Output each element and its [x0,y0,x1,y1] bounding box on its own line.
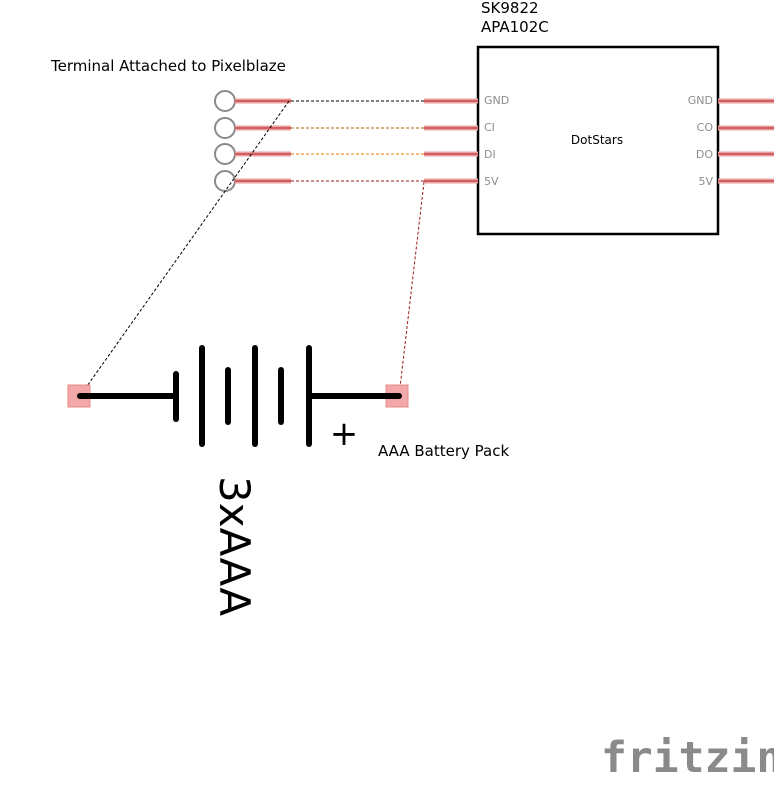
dotstar-chip-body[interactable] [476,45,720,236]
chip-pin-label-right: GND [688,94,713,107]
chip-pin-label-left: CI [484,121,495,134]
terminal-pin-2[interactable] [214,117,291,139]
fritzing-watermark: fritzing [601,733,774,783]
chip-body-label: DotStars [571,133,623,147]
terminal-block [214,90,291,192]
battery-value-label: 3xAAA [210,476,259,616]
chip-title-line1: SK9822 [481,0,539,17]
chip-pin-label-left: 5V [484,175,499,188]
chip-pin-label-left: GND [484,94,509,107]
battery-pack[interactable]: + [67,345,409,454]
terminal-pin-3[interactable] [214,143,291,165]
chip-pin-label-right: DO [696,148,713,161]
terminal-label: Terminal Attached to Pixelblaze [50,57,286,75]
chip-pin-label-right: CO [697,121,714,134]
wires [79,100,425,397]
chip-title-line2: APA102C [481,18,549,36]
battery-polarity-plus: + [330,414,359,454]
terminal-pin-1[interactable] [214,90,291,112]
terminal-pin-4[interactable] [214,170,291,192]
battery-label: AAA Battery Pack [378,442,509,460]
chip-pin-label-left: DI [484,148,496,161]
chip-pin-label-right: 5V [698,175,713,188]
chip-left-pins [424,98,478,184]
chip-right-pins [718,98,774,184]
wire-battery-positive[interactable] [398,181,425,397]
wire-battery-negative[interactable] [79,100,290,397]
